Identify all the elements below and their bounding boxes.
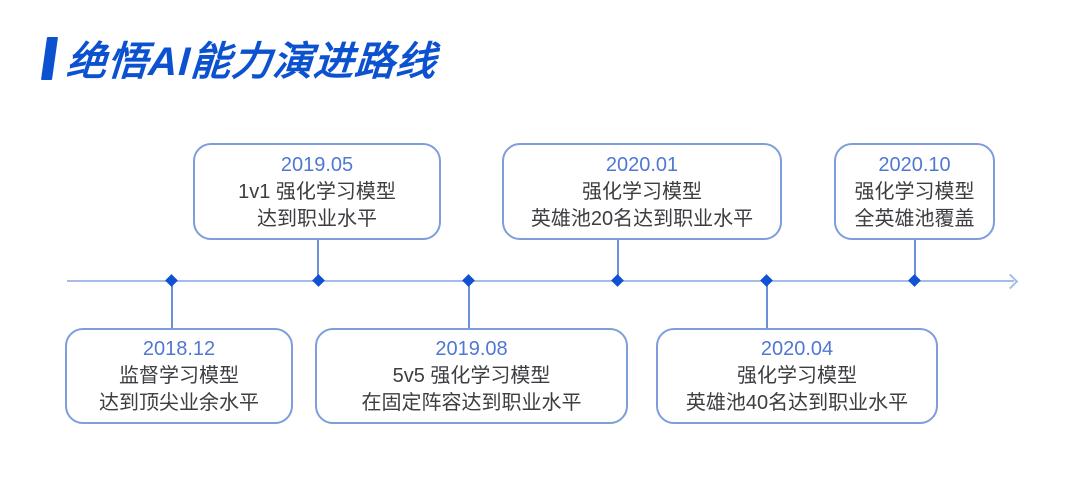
milestone-text-line: 强化学习模型 bbox=[582, 180, 702, 203]
milestone-text-line: 英雄池20名达到职业水平 bbox=[530, 207, 754, 230]
timeline-marker-diamond bbox=[312, 274, 325, 287]
timeline-connector bbox=[617, 240, 619, 281]
milestone-card-2020-10: 2020.10 强化学习模型 全英雄池覆盖 bbox=[834, 143, 995, 240]
milestone-date: 2018.12 bbox=[142, 338, 216, 360]
timeline-marker-diamond bbox=[462, 274, 475, 287]
milestone-text-line: 英雄池40名达到职业水平 bbox=[685, 392, 909, 414]
milestone-date: 2020.01 bbox=[605, 153, 679, 176]
page-title-block: 绝悟AI能力演进路线 bbox=[40, 30, 439, 86]
timeline-marker-diamond bbox=[760, 274, 773, 287]
timeline-connector bbox=[766, 282, 768, 328]
page-title: 绝悟AI能力演进路线 bbox=[65, 40, 439, 84]
milestone-text-line: 1v1 强化学习模型 bbox=[238, 180, 396, 203]
timeline-connector bbox=[468, 282, 470, 328]
timeline-arrowhead-icon bbox=[1002, 273, 1019, 290]
title-accent-bar bbox=[40, 36, 59, 80]
milestone-card-2018-12: 2018.12 监督学习模型 达到顶尖业余水平 bbox=[65, 328, 293, 424]
timeline-marker-diamond bbox=[611, 274, 624, 287]
timeline-axis bbox=[67, 280, 1014, 282]
milestone-text-line: 监督学习模型 bbox=[119, 365, 239, 387]
timeline-connector bbox=[914, 240, 916, 281]
timeline-connector bbox=[317, 240, 319, 281]
milestone-text-line: 达到职业水平 bbox=[257, 207, 377, 230]
milestone-card-2020-01: 2020.01 强化学习模型 英雄池20名达到职业水平 bbox=[502, 143, 782, 240]
timeline-marker-diamond bbox=[165, 274, 178, 287]
timeline-connector bbox=[171, 282, 173, 328]
milestone-text-line: 在固定阵容达到职业水平 bbox=[361, 392, 582, 414]
milestone-date: 2019.05 bbox=[280, 153, 354, 176]
milestone-date: 2020.04 bbox=[760, 338, 834, 360]
milestone-text-line: 强化学习模型 bbox=[737, 365, 857, 387]
milestone-text-line: 5v5 强化学习模型 bbox=[392, 365, 551, 387]
milestone-text-line: 全英雄池覆盖 bbox=[854, 207, 975, 230]
milestone-text-line: 达到顶尖业余水平 bbox=[99, 392, 259, 414]
milestone-date: 2019.08 bbox=[435, 338, 508, 360]
milestone-card-2019-05: 2019.05 1v1 强化学习模型 达到职业水平 bbox=[193, 143, 441, 240]
milestone-card-2020-04: 2020.04 强化学习模型 英雄池40名达到职业水平 bbox=[656, 328, 938, 424]
milestone-text-line: 强化学习模型 bbox=[854, 180, 975, 203]
timeline-marker-diamond bbox=[908, 274, 921, 287]
milestone-date: 2020.10 bbox=[878, 153, 951, 176]
milestone-card-2019-08: 2019.08 5v5 强化学习模型 在固定阵容达到职业水平 bbox=[315, 328, 628, 424]
